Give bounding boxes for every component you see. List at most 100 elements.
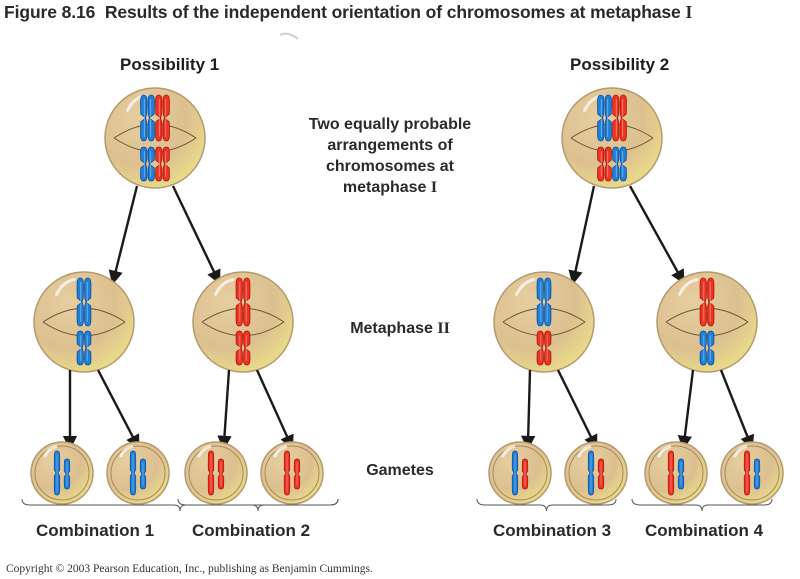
gamete-chromosome-small-red (521, 458, 529, 490)
chromatid (140, 94, 148, 142)
cell-membrane (192, 271, 294, 373)
combination-3-label: Combination 3 (493, 521, 612, 540)
metaphase-ii-roman: II (437, 320, 450, 337)
chromosome-small-blue (699, 330, 715, 366)
chromatid (147, 94, 155, 142)
chromatid (699, 277, 707, 327)
spindle-fiber (570, 137, 654, 153)
gamete-chromosome-small-blue (677, 458, 685, 490)
combination-2-label: Combination 2 (192, 521, 311, 540)
cell-inner-ring (34, 445, 90, 501)
figure-title-text: Results of the independent orientation o… (104, 2, 681, 22)
metaphase-i-cell-possibility-1 (104, 87, 206, 189)
chromatid (597, 458, 605, 490)
gamete-chromosome-large-red (667, 450, 675, 496)
chromatid (139, 458, 147, 490)
chromatid (536, 277, 544, 327)
cell-membrane (564, 441, 628, 505)
arrow-icon (108, 185, 139, 285)
gamete-cell-2 (106, 441, 170, 505)
metaphase-ii-cell-3 (493, 271, 595, 373)
gamete-cell-6 (564, 441, 628, 505)
chromatid (612, 94, 620, 142)
arrow-icon (520, 369, 536, 451)
chromosome-large-red (235, 277, 251, 327)
cell-membrane (33, 271, 135, 373)
chromatid (293, 458, 301, 490)
chromatid (243, 277, 251, 327)
gamete-cell-3 (184, 441, 248, 505)
chromatid (162, 146, 170, 182)
homolog-small-red (597, 146, 612, 182)
arrow-icon (255, 369, 294, 450)
spindle-fiber (502, 321, 586, 337)
homolog-large-red (155, 94, 170, 142)
spindle-fiber (42, 307, 126, 323)
gamete-cell-8 (720, 441, 784, 505)
cell-highlight (678, 278, 699, 296)
metaphase-i-label-line4: metaphase (342, 179, 427, 196)
chromatid (283, 450, 291, 496)
gamete-chromosome-small-red (597, 458, 605, 490)
homolog-small-blue (140, 146, 155, 182)
cell-membrane (561, 87, 663, 189)
cell-inner-ring (110, 445, 166, 501)
metaphase-i-cell-possibility-2 (561, 87, 663, 189)
gamete-chromosome-small-red (293, 458, 301, 490)
chromosome-large-blue (536, 277, 552, 327)
arrow-icon (677, 369, 695, 451)
chromosome-large-red (699, 277, 715, 327)
chromatid (235, 277, 243, 327)
chromatid (147, 146, 155, 182)
arrow-icon (568, 185, 596, 286)
gamete-chromosome-small-red (217, 458, 225, 490)
spindle-fiber (201, 307, 285, 323)
chromosome-large-blue (76, 277, 92, 327)
gamete-chromosome-large-blue (587, 450, 595, 496)
cell-highlight (733, 445, 748, 458)
spindle-fiber (570, 123, 654, 139)
combination-4-brace (631, 498, 773, 512)
chromatid (84, 277, 92, 327)
gamete-chromosome-small-blue (753, 458, 761, 490)
cell-highlight (515, 278, 536, 296)
chromatid (753, 458, 761, 490)
arrow-icon (719, 369, 755, 450)
chromatid (677, 458, 685, 490)
gamete-chromosome-large-red (207, 450, 215, 496)
metaphase-ii-cell-1 (33, 271, 135, 373)
gamete-cell-7 (644, 441, 708, 505)
chromatid (162, 94, 170, 142)
gamete-cell-5 (488, 441, 552, 505)
chromatid (544, 330, 552, 366)
spindle-fiber (42, 321, 126, 337)
chromosome-small-red (536, 330, 552, 366)
arrow-icon (171, 185, 221, 285)
chromatid (76, 330, 84, 366)
metaphase-i-label-line3: chromosomes at (325, 158, 455, 175)
spindle-fiber (201, 321, 285, 337)
chromatid (511, 450, 519, 496)
metaphase-ii-cell-4 (656, 271, 758, 373)
chromatid (235, 330, 243, 366)
chromatid (667, 450, 675, 496)
chromatid (619, 146, 627, 182)
chromatid (743, 450, 751, 496)
chromatid (699, 330, 707, 366)
cell-highlight (501, 445, 516, 458)
cell-membrane (30, 441, 94, 505)
homolog-small-blue (612, 146, 627, 182)
arrow-icon (556, 369, 598, 450)
chromatid (604, 94, 612, 142)
combination-2-brace (177, 498, 339, 512)
cell-membrane (656, 271, 758, 373)
figure-number: Figure 8.16 (4, 2, 96, 22)
chromatid (544, 277, 552, 327)
homolog-large-red (612, 94, 627, 142)
cell-highlight (119, 445, 134, 458)
chromatid (521, 458, 529, 490)
scan-smudge (279, 32, 299, 40)
gamete-chromosome-large-blue (53, 450, 61, 496)
gamete-chromosome-large-blue (129, 450, 137, 496)
